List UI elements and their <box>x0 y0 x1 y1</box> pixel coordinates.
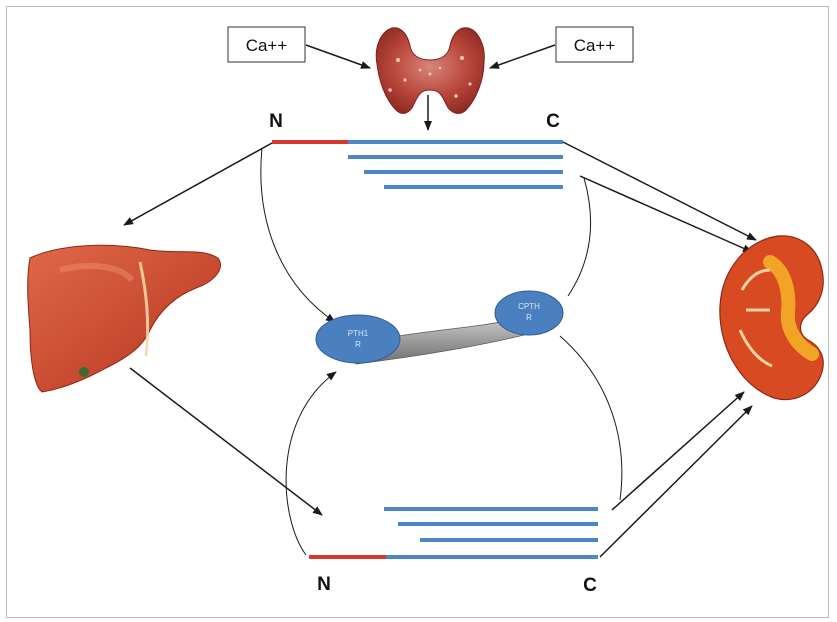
calcium-box-left: Ca++ <box>228 27 305 62</box>
calcium-box-right: Ca++ <box>556 27 633 62</box>
arrow-top-c-to-kidney-1 <box>563 142 756 240</box>
arrow-bottom-c-to-kidney-1 <box>612 392 744 510</box>
pth1r-label-line2: R <box>355 340 361 349</box>
liver-icon <box>28 245 221 392</box>
cpthr-receptor: CPTH R <box>495 291 563 335</box>
cpthr-label-line1: CPTH <box>518 302 540 311</box>
kidney-icon <box>720 236 823 400</box>
bottom-n-terminus-label: N <box>317 574 331 595</box>
curve-cpthr-to-bottom-c <box>560 336 622 500</box>
curve-top-n-to-pth1r <box>261 148 335 322</box>
arrow-top-c-to-kidney-2 <box>580 176 752 252</box>
curve-bottom-n-to-pth1r <box>286 372 336 555</box>
pth1r-receptor: PTH1 R <box>316 315 400 363</box>
arrow-top-n-to-liver <box>124 143 272 225</box>
calcium-label-left: Ca++ <box>246 36 288 55</box>
arrow-liver-to-bottom-fragments <box>130 368 322 515</box>
top-n-terminus-label: N <box>269 111 283 132</box>
cpthr-label-line2: R <box>526 313 532 322</box>
arrow-bottom-c-to-kidney-2 <box>600 406 752 557</box>
thyroid-gland-icon <box>376 28 484 114</box>
calcium-label-right: Ca++ <box>574 36 616 55</box>
bottom-c-terminus-label: C <box>583 575 597 596</box>
arrow-calcium-left-to-gland <box>306 45 370 68</box>
curve-top-c-to-cpthr <box>568 178 591 296</box>
pth1r-label-line1: PTH1 <box>348 329 369 338</box>
arrow-calcium-right-to-gland <box>490 45 555 68</box>
top-c-terminus-label: C <box>546 111 560 132</box>
